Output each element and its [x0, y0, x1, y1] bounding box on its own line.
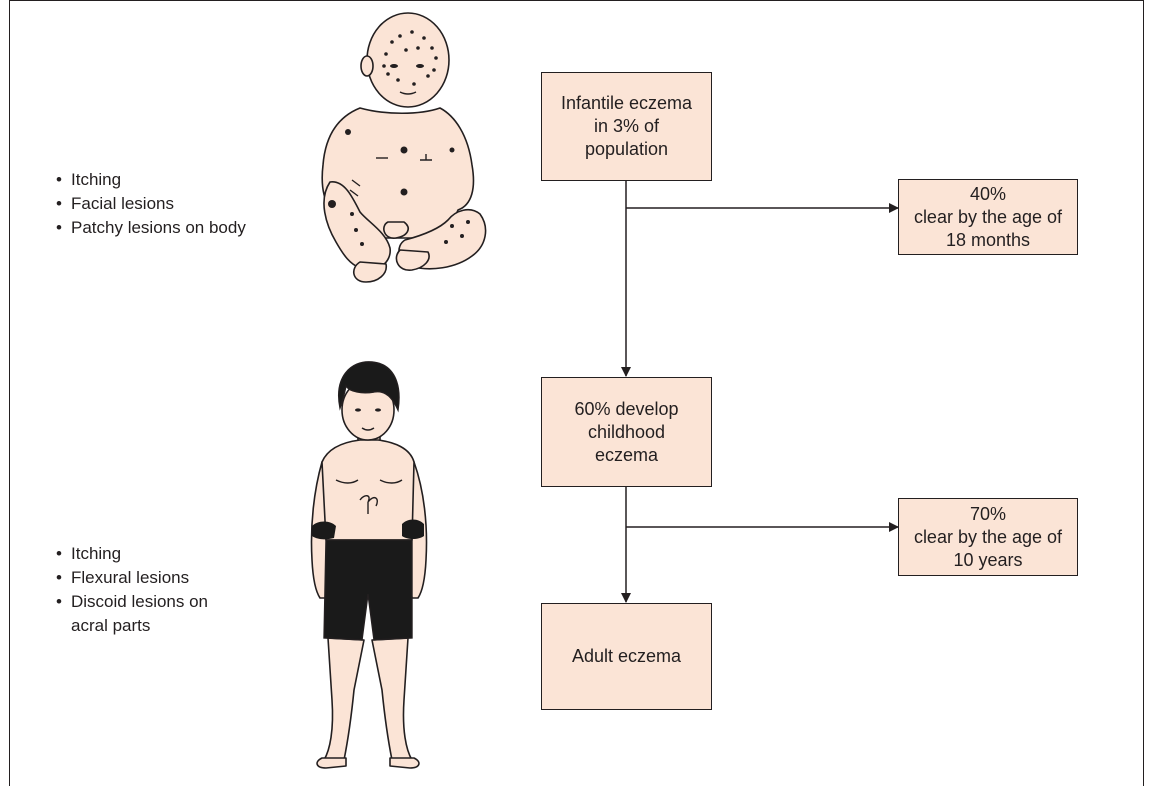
child-figure-icon	[0, 0, 1152, 786]
